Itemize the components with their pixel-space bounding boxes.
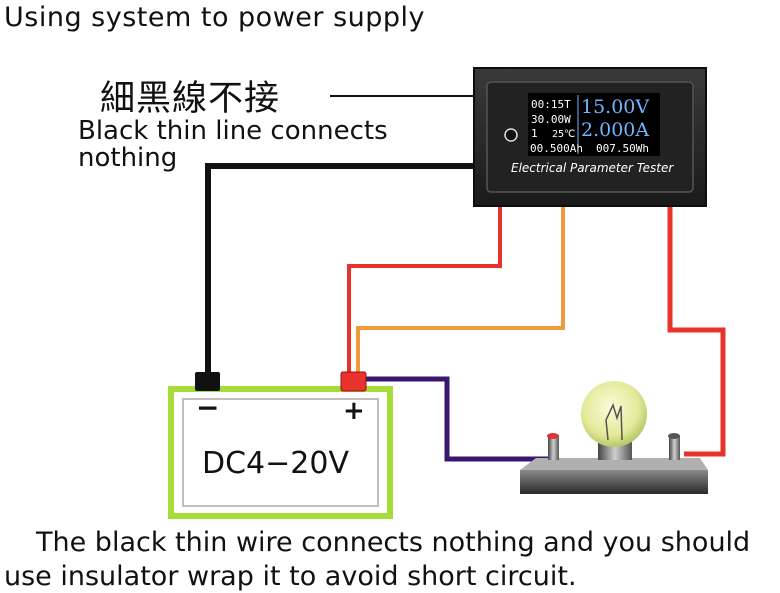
footer-warning-line1: The black thin wire connects nothing and… (36, 527, 751, 558)
english-note-line2: nothing (78, 143, 178, 173)
lcd-count: 1 (531, 127, 538, 140)
lcd-time: 00:15T (531, 98, 571, 111)
orange-wire (356, 204, 565, 378)
lcd-temp: 25℃ (552, 129, 575, 140)
lcd-screen (528, 93, 660, 156)
black-wire (205, 163, 478, 380)
battery-positive-terminal[interactable] (340, 371, 367, 392)
meter-label: Electrical Parameter Tester (511, 161, 674, 175)
battery: − + DC4−20V (168, 371, 393, 519)
battery-plus-sign: + (343, 396, 365, 426)
battery-voltage-label: DC4−20V (202, 446, 349, 481)
lcd-power: 30.00W (531, 113, 571, 126)
meter-button[interactable] (504, 128, 518, 142)
chinese-note: 細黑線不接 (100, 79, 281, 119)
red-thin-wire (347, 204, 502, 378)
battery-minus-sign: − (196, 391, 219, 424)
red-thick-wire (667, 204, 726, 457)
lcd-current: 2.000A (581, 119, 649, 141)
footer-warning-line2: use insulator wrap it to avoid short cir… (4, 561, 577, 592)
light-bulb-load (520, 381, 708, 494)
lcd-capacity: 00.500Ah (530, 142, 583, 155)
lcd-voltage: 15.00V (581, 96, 649, 118)
lcd-energy: 007.50Wh (596, 142, 649, 155)
battery-negative-terminal[interactable] (195, 372, 220, 391)
page-title: Using system to power supply (4, 2, 426, 33)
english-note-line1: Black thin line connects (78, 116, 388, 146)
purple-wire (365, 376, 550, 462)
parameter-tester-meter: 00:15T 30.00W 1 25℃ 00.500Ah 15.00V 2.00… (473, 67, 707, 207)
